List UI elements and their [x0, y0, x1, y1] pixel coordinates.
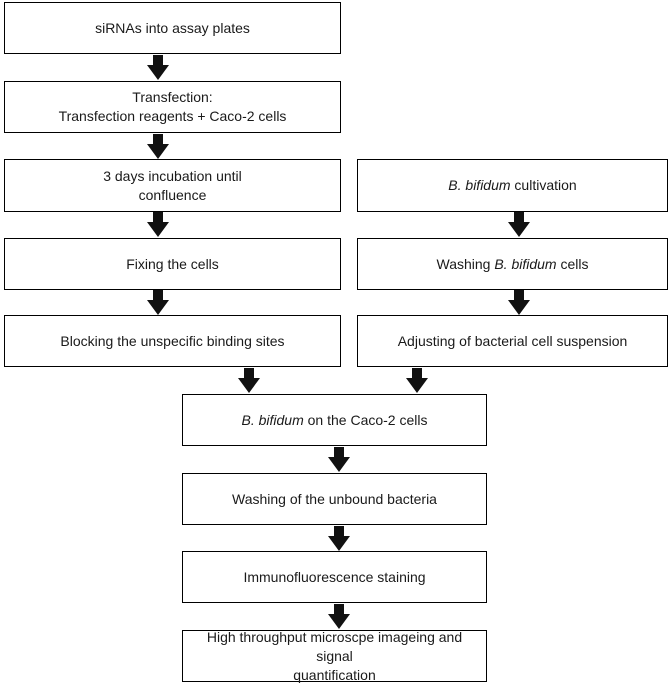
arrow-washing-to-adjusting — [508, 290, 530, 315]
arrow-blocking-to-merge — [238, 368, 260, 393]
arrow-washing-unbound-to-staining — [328, 526, 350, 551]
step-immunofluorescence-label: Immunofluorescence staining — [243, 568, 426, 585]
step-transfection: Transfection: Transfection reagents + Ca… — [4, 81, 341, 133]
step-bifidum-on-caco2: B. bifidum on the Caco-2 cells — [182, 394, 487, 446]
step-bifidum-on-caco2-label: B. bifidum on the Caco-2 cells — [241, 411, 428, 428]
arrow-transfection-to-incubation — [147, 134, 169, 159]
step-washing-unbound: Washing of the unbound bacteria — [182, 473, 487, 525]
step-bifidum-cultivation-label: B. bifidum cultivation — [448, 177, 577, 193]
step-adjusting-suspension-label: Adjusting of bacterial cell suspension — [397, 332, 628, 349]
arrow-cultivation-to-washing — [508, 212, 530, 237]
arrow-sirna-to-transfection — [147, 55, 169, 80]
step-blocking: Blocking the unspecific binding sites — [4, 315, 341, 367]
step-imaging-quantification: High throughput microscpe imageing and s… — [182, 628, 487, 683]
arrow-staining-to-imaging — [328, 604, 350, 629]
step-imaging-line2: quantification — [293, 666, 376, 683]
step-sirna-plating: siRNAs into assay plates — [4, 2, 341, 54]
step-incubation-line1: 3 days incubation until — [103, 167, 242, 184]
step-blocking-label: Blocking the unspecific binding sites — [60, 332, 285, 349]
arrow-adjusting-to-merge — [406, 368, 428, 393]
step-transfection-detail: Transfection reagents + Caco-2 cells — [58, 108, 287, 124]
step-sirna-plating-label: siRNAs into assay plates — [95, 19, 250, 36]
step-incubation: 3 days incubation until confluence — [4, 159, 341, 212]
step-washing-unbound-label: Washing of the unbound bacteria — [232, 490, 437, 507]
step-bifidum-cultivation: B. bifidum cultivation — [357, 159, 668, 212]
step-imaging-line1: High throughput microscpe imageing and s… — [206, 628, 463, 664]
step-washing-bifidum-label: Washing B. bifidum cells — [436, 255, 589, 272]
step-adjusting-suspension: Adjusting of bacterial cell suspension — [357, 315, 668, 367]
step-transfection-title: Transfection: — [132, 89, 213, 105]
step-fixing-label: Fixing the cells — [126, 255, 219, 272]
step-immunofluorescence: Immunofluorescence staining — [182, 551, 487, 603]
arrow-incubation-to-fixing — [147, 212, 169, 237]
step-incubation-line2: confluence — [138, 186, 207, 203]
arrow-merge-to-washing-unbound — [328, 447, 350, 472]
step-fixing: Fixing the cells — [4, 238, 341, 290]
arrow-fixing-to-blocking — [147, 290, 169, 315]
step-washing-bifidum: Washing B. bifidum cells — [357, 238, 668, 290]
